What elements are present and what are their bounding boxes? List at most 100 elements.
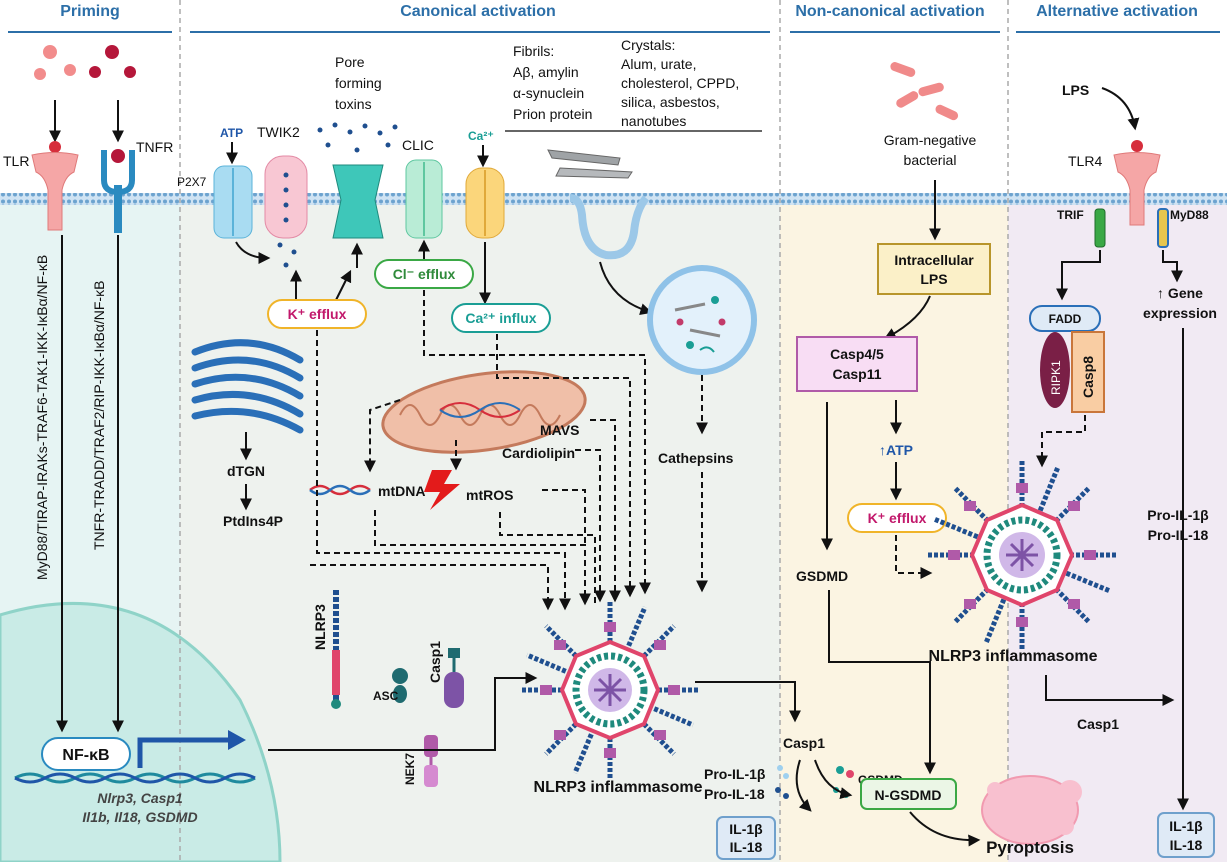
ca-label: Ca²⁺ [468,129,494,143]
nek7-component-icon [424,735,438,787]
nek7-label: NEK7 [403,753,417,785]
mitochondrion-icon [381,370,587,454]
fibrils-0: Fibrils: [513,43,554,59]
mtros-bolt-icon [424,470,460,510]
trif-label: TRIF [1057,208,1084,222]
nlrp3-component-icon [331,590,341,709]
fadd-box [1029,305,1101,332]
pore-toxin-icon [332,164,384,239]
pro-il1b-label: Pro-IL-1β [704,766,766,782]
clic-label: CLIC [402,137,434,153]
ripk1-icon [1040,332,1070,408]
fibrils-1: Aβ, amylin [513,64,579,80]
pro-il1b-alt: Pro-IL-1β [1147,507,1209,523]
il-box-alt [1157,812,1215,858]
phagocytosis-icon [569,194,650,260]
myd88-label: MyD88 [1170,208,1209,222]
crystals-4: nanotubes [621,113,686,129]
nfkb-label: NF-κB [62,747,109,764]
pore-line3: toxins [335,96,372,112]
tlr4-receptor-icon [1113,140,1161,226]
myd88-adapter-icon [1157,208,1169,248]
header-priming: Priming [60,3,120,20]
casp1-out-label: Casp1 [783,735,825,751]
atp-up-label: ↑ATP [879,442,913,458]
bacteria-line1: Gram-negative [884,132,977,148]
il18-alt: IL-18 [1170,837,1203,853]
k-efflux-box [267,299,367,329]
alternative-inflammasome-label: NLRP3 inflammasome [929,648,1098,665]
ca-influx-label: Ca²⁺ influx [465,310,536,326]
mavs-label: MAVS [540,422,579,438]
golgi-icon [191,339,304,434]
nlrp3-label: NLRP3 [312,604,328,650]
crystals-1: Alum, urate, [621,56,696,72]
p2x7-label: P2X7 [177,175,207,189]
cl-efflux-label: Cl⁻ efflux [393,266,456,282]
il1b-canonical: IL-1β [729,821,763,837]
asc-label: ASC [373,689,399,703]
header-canonical: Canonical activation [400,3,556,20]
pyroptosis-cell-icon [981,775,1082,845]
gene-line1: ↑ Gene [1157,285,1203,301]
il-box-canonical [716,816,776,860]
nfkb-box [41,737,131,771]
pyroptosis-label: Pyroptosis [986,838,1074,857]
ngsdmd-box [860,778,957,810]
mtros-label: mtROS [466,487,513,503]
tlr-label: TLR [3,153,29,169]
casp-box [796,336,918,392]
pro-il18-label: Pro-IL-18 [704,786,765,802]
lps-line2: LPS [920,271,947,287]
mtdna-icon [309,484,371,496]
k-efflux-label-2: K⁺ efflux [868,510,927,526]
intracellular-lps-box [877,243,991,295]
crystal-shards-icon [547,149,633,179]
fibrils-2: α-synuclein [513,85,584,101]
cardiolipin-label: Cardiolipin [502,445,575,461]
casp8-box [1071,331,1105,413]
lps-alt-label: LPS [1062,82,1089,98]
ptdins-label: PtdIns4P [223,513,283,529]
k-efflux-box-2 [847,503,947,533]
tlr-receptor-icon [31,141,79,231]
cathepsins-label: Cathepsins [658,450,734,466]
ca-influx-box [451,303,551,333]
casp1-component-icon [444,648,464,708]
gsdmd-label: GSDMD [796,568,848,584]
k-ions [277,172,297,268]
toxin-dots [317,122,398,153]
asc-component-icon [392,668,408,703]
canonical-inflammasome-label: NLRP3 inflammasome [534,779,703,796]
tnfr-pathway: TNFR-TRADD/TRAF2/RIP-IKK-IκBα/NF-κB [91,281,107,550]
lysosome-icon [647,265,757,375]
trif-adapter-icon [1094,208,1106,248]
casp-line1: Casp4/5 [830,346,884,362]
cell-membrane [0,193,1227,205]
twik2-label: TWIK2 [257,124,300,140]
atp-label: ATP [220,126,243,140]
genes-line1: Nlrp3, Casp1 [97,790,183,806]
dtgn-label: dTGN [227,463,265,479]
header-alternative: Alternative activation [1036,3,1198,20]
canonical-inflammasome-icon [520,600,700,780]
fadd-label: FADD [1049,312,1082,326]
crystals-2: cholesterol, CPPD, [621,75,739,91]
pore-line2: forming [335,75,382,91]
tlr-pathway: MyD88/TIRAP-IRAKs-TRAF6-TAK1-IKK-IκBα/NF… [34,255,50,580]
dashed-signals [310,290,651,611]
cl-efflux-box [374,259,474,289]
genes-line2: Il1b, Il18, GSDMD [82,809,197,825]
casp-line2: Casp11 [832,366,881,382]
crystals-0: Crystals: [621,37,675,53]
alternative-inflammasome-icon [927,460,1117,650]
priming-ligands [34,45,136,80]
tlr4-label: TLR4 [1068,153,1102,169]
twik2-channel-icon [264,155,308,239]
casp1-alt-label: Casp1 [1077,716,1119,732]
nucleus [0,602,282,864]
lps-line1: Intracellular [894,252,974,268]
mtdna-label: mtDNA [378,483,425,499]
casp8-label: Casp8 [1080,356,1096,398]
